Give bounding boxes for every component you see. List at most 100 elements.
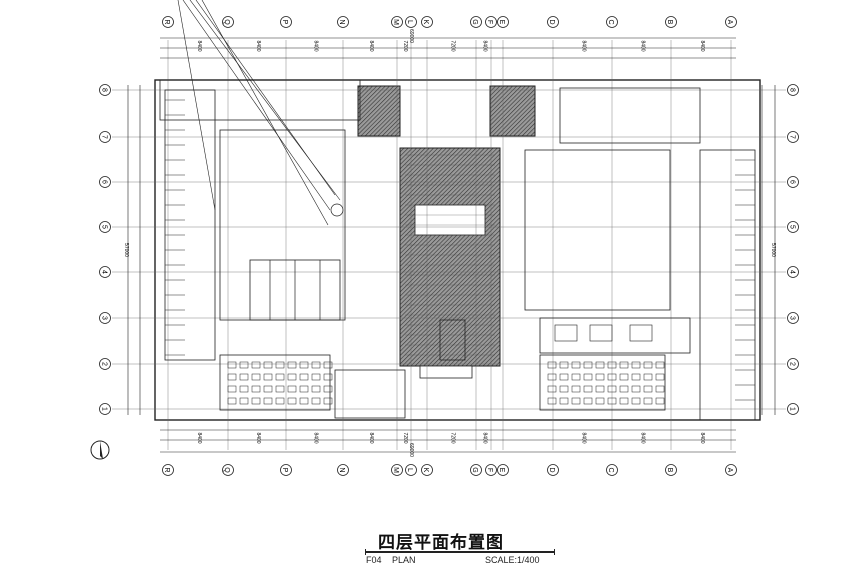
desk: [275, 397, 285, 405]
desk: [227, 361, 237, 369]
desk: [227, 373, 237, 381]
stair-core-right: [489, 85, 536, 137]
dimension-bay-top: 8400: [699, 40, 705, 51]
plan-code: F04: [366, 555, 382, 565]
grid-bubble-row: [99, 176, 111, 188]
desk: [619, 397, 629, 405]
desk: [275, 385, 285, 393]
grid-bubble-row: [99, 312, 111, 324]
conference-table: [629, 324, 653, 342]
desk: [299, 361, 309, 369]
grid-label-column: E: [498, 20, 505, 25]
dimension-bay-top: 8400: [313, 40, 319, 51]
elevator-lobby: [414, 204, 486, 236]
grid-bubble-bottom: [421, 464, 433, 476]
desk: [227, 397, 237, 405]
office-top-left: [159, 79, 361, 121]
grid-bubble-top: [606, 16, 618, 28]
grid-bubble-row: [99, 403, 111, 415]
desk: [571, 385, 581, 393]
grid-bubble-bottom: [222, 464, 234, 476]
title-underline: [365, 549, 555, 555]
desk: [275, 361, 285, 369]
desk: [571, 397, 581, 405]
desk: [311, 397, 321, 405]
desk: [287, 373, 297, 381]
dimension-overall-depth: 57000: [123, 243, 129, 257]
grid-label-column: N: [338, 467, 345, 472]
desk: [311, 373, 321, 381]
stair-core-left: [357, 85, 401, 137]
dimension-bay-top: 8400: [196, 40, 202, 51]
callout-bubble: [330, 203, 344, 217]
desk: [239, 397, 249, 405]
grid-label-row: 2: [101, 362, 108, 366]
grid-bubble-top: [421, 16, 433, 28]
grid-bubble-row: [99, 131, 111, 143]
conference-table: [589, 324, 613, 342]
desk: [299, 373, 309, 381]
dimension-bay-bottom: 8400: [482, 432, 488, 443]
grid-bubble-top: [405, 16, 417, 28]
grid-bubble-top: [485, 16, 497, 28]
leader-line: [201, 0, 329, 226]
grid-bubble-top: [337, 16, 349, 28]
leader-line: [182, 0, 331, 211]
leader-line: [195, 0, 336, 196]
grid-label-row: 8: [101, 88, 108, 92]
dimension-bay-top: 8400: [640, 40, 646, 51]
desk: [631, 361, 641, 369]
desk: [263, 397, 273, 405]
grid-label-column: R: [163, 467, 170, 472]
office-strip-left: [164, 89, 216, 361]
desk: [571, 373, 581, 381]
desk: [239, 373, 249, 381]
desk: [559, 397, 569, 405]
desk: [299, 397, 309, 405]
grid-bubble-top: [162, 16, 174, 28]
desk: [287, 385, 297, 393]
grid-label-column: E: [498, 468, 505, 473]
desk: [251, 385, 261, 393]
desk: [547, 385, 557, 393]
grid-label-column: R: [163, 19, 170, 24]
grid-bubble-row: [99, 358, 111, 370]
plan-label: PLAN: [392, 555, 416, 565]
dimension-bay-bottom: 8400: [255, 432, 261, 443]
grid-bubble-bottom: [405, 464, 417, 476]
desk: [619, 385, 629, 393]
grid-bubble-bottom: [280, 464, 292, 476]
grid-bubble-top: [725, 16, 737, 28]
drawing-title: 四层平面布置图: [378, 533, 504, 553]
grid-label-row: 5: [101, 225, 108, 229]
desk: [643, 385, 653, 393]
desk: [311, 361, 321, 369]
north-arrow-pointer: [100, 441, 103, 459]
grid-label-column: G: [471, 467, 478, 472]
building-outline: [154, 79, 761, 421]
grid-bubble-top: [665, 16, 677, 28]
desk: [655, 385, 665, 393]
grid-bubble-row: [787, 403, 799, 415]
grid-label-column: F: [486, 20, 493, 24]
desk: [239, 361, 249, 369]
desk: [595, 361, 605, 369]
desk: [583, 385, 593, 393]
grid-bubble-bottom: [497, 464, 509, 476]
grid-label-column: Q: [223, 467, 230, 473]
desk: [571, 361, 581, 369]
dimension-bay-top: 7200: [402, 40, 408, 51]
grid-label-column: G: [471, 19, 478, 24]
grid-label-column: Q: [223, 19, 230, 25]
grid-label-column: C: [607, 467, 614, 472]
desk: [251, 397, 261, 405]
grid-bubble-row: [99, 266, 111, 278]
grid-label-column: K: [422, 468, 429, 473]
desk: [655, 361, 665, 369]
leader-line: [177, 0, 216, 211]
desk: [643, 397, 653, 405]
desk: [263, 373, 273, 381]
grid-label-column: N: [338, 19, 345, 24]
desk: [323, 397, 333, 405]
